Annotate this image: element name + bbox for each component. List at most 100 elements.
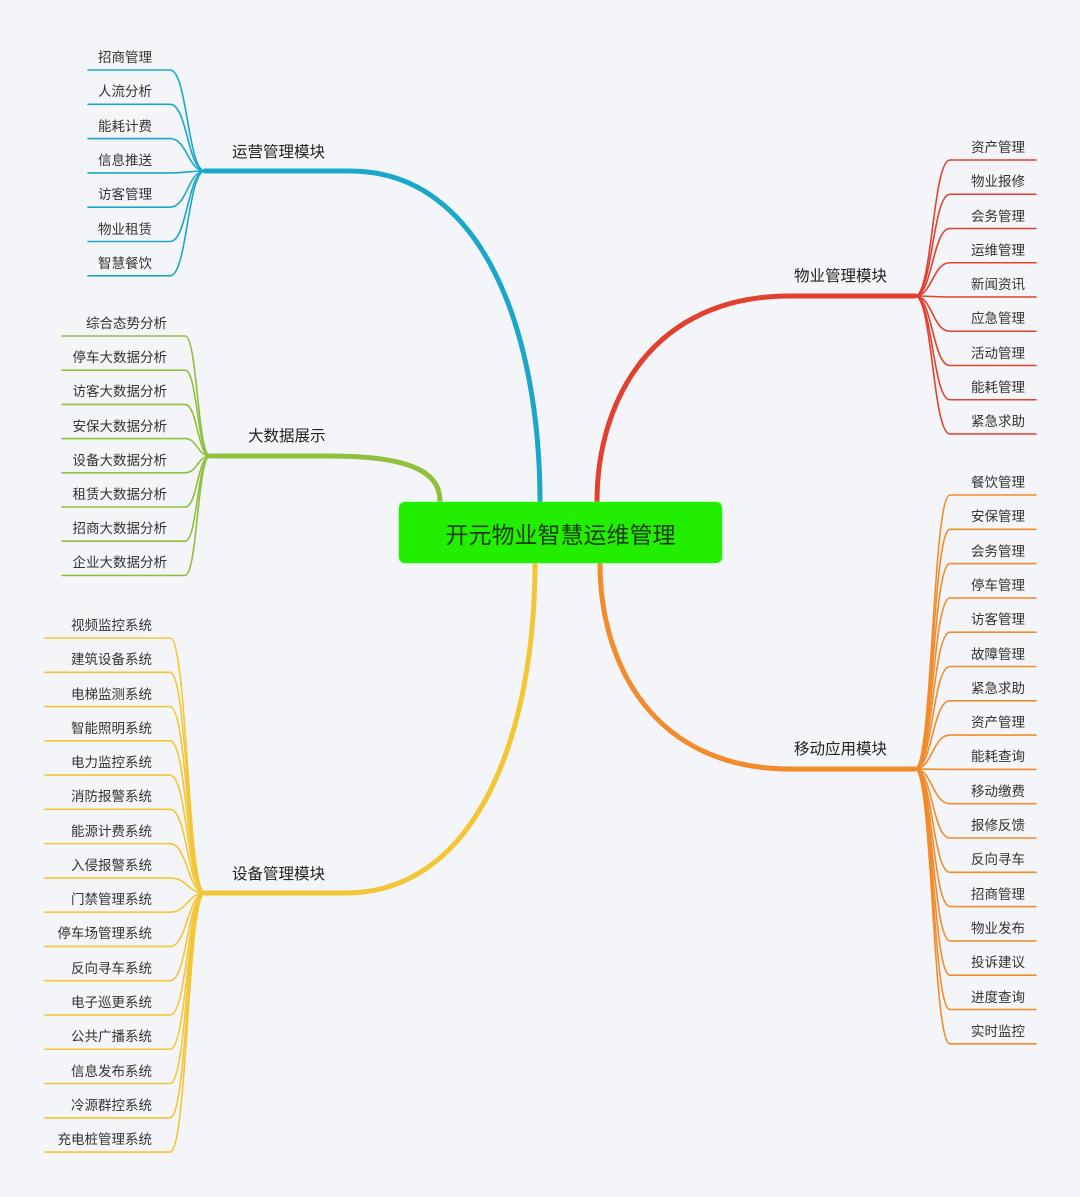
leaf-connector <box>914 159 1037 297</box>
leaf-connector <box>44 877 206 894</box>
leaf-connector <box>87 170 206 208</box>
leaf-connector <box>914 768 1037 1045</box>
leaf-node[interactable]: 充电桩管理系统 <box>57 1132 153 1149</box>
leaf-node[interactable]: 应急管理 <box>971 311 1025 328</box>
leaf-connector <box>914 261 1037 297</box>
leaf-node[interactable]: 公共广播系统 <box>71 1029 152 1046</box>
leaf-node[interactable]: 智慧餐饮 <box>98 255 152 272</box>
leaf-connector <box>44 774 206 894</box>
leaf-node[interactable]: 智能照明系统 <box>71 720 152 737</box>
leaf-connector <box>914 700 1037 770</box>
leaf-node[interactable]: 建筑设备系统 <box>71 652 152 669</box>
leaf-connector <box>44 892 206 1153</box>
leaf-connector <box>61 403 211 457</box>
leaf-connector <box>87 69 206 172</box>
leaf-node[interactable]: 人流分析 <box>98 84 152 101</box>
leaf-connector <box>914 631 1037 770</box>
leaf-connector <box>87 170 206 174</box>
leaf-connector <box>87 170 206 277</box>
leaf-connector <box>61 369 211 457</box>
root-label: 开元物业智慧运维管理 <box>445 522 676 549</box>
leaf-node[interactable]: 门禁管理系统 <box>71 892 152 909</box>
leaf-node[interactable]: 入侵报警系统 <box>71 857 152 874</box>
leaf-node[interactable]: 消防报警系统 <box>71 789 152 806</box>
leaf-node[interactable]: 紧急求助 <box>971 414 1025 430</box>
branch-label-property[interactable]: 物业管理模块 <box>794 267 888 285</box>
leaf-node[interactable]: 电梯监测系统 <box>71 686 152 703</box>
leaf-connector <box>61 335 211 457</box>
branch-label-equipment[interactable]: 设备管理模块 <box>232 865 326 883</box>
leaf-node[interactable]: 新闻资讯 <box>971 277 1025 293</box>
leaf-connector <box>87 137 206 172</box>
leaf-node[interactable]: 停车大数据分析 <box>72 350 168 367</box>
leaf-node[interactable]: 紧急求助 <box>971 680 1025 697</box>
leaf-node[interactable]: 实时监控 <box>971 1023 1025 1040</box>
branch-label-bigdata[interactable]: 大数据展示 <box>248 427 326 445</box>
root-node[interactable]: 开元物业智慧运维管理 <box>399 502 722 563</box>
leaf-node[interactable]: 反向寻车 <box>971 852 1025 869</box>
leaf-node[interactable]: 投诉建议 <box>971 955 1025 972</box>
leaf-node[interactable]: 停车管理 <box>971 577 1025 594</box>
leaf-connector <box>44 808 206 894</box>
leaf-node[interactable]: 停车场管理系统 <box>57 926 153 943</box>
leaf-node[interactable]: 冷源群控系统 <box>71 1097 152 1114</box>
leaf-node[interactable]: 设备大数据分析 <box>72 452 168 469</box>
leaf-node[interactable]: 资产管理 <box>971 140 1025 156</box>
leaf-connector <box>914 734 1037 770</box>
leaf-connector <box>914 295 1037 298</box>
leaf-connector <box>44 740 206 894</box>
branch-connector-equipment <box>202 560 538 896</box>
leaf-connector <box>914 665 1037 770</box>
leaf-connector <box>87 103 206 172</box>
leaf-node[interactable]: 反向寻车系统 <box>71 960 152 977</box>
leaf-node[interactable]: 访客管理 <box>98 187 152 204</box>
leaf-node[interactable]: 安保大数据分析 <box>72 418 168 435</box>
leaf-node[interactable]: 能耗管理 <box>971 379 1025 396</box>
leaf-node[interactable]: 会务管理 <box>971 208 1025 225</box>
leaf-node[interactable]: 招商大数据分析 <box>72 521 168 538</box>
leaf-connector <box>914 295 1037 333</box>
leaf-node[interactable]: 信息发布系统 <box>71 1063 152 1080</box>
leaf-node[interactable]: 报修反馈 <box>971 818 1025 834</box>
leaf-connector <box>61 455 211 577</box>
leaf-node[interactable]: 物业租赁 <box>98 221 152 238</box>
leaf-node[interactable]: 活动管理 <box>971 345 1025 362</box>
leaf-node[interactable]: 能耗查询 <box>971 749 1025 766</box>
leaf-node[interactable]: 电力监控系统 <box>71 755 152 772</box>
leaf-connector <box>914 768 1037 805</box>
leaf-node[interactable]: 资产管理 <box>971 715 1025 732</box>
leaf-node[interactable]: 能耗计费 <box>98 118 152 135</box>
leaf-node[interactable]: 能源计费系统 <box>71 823 152 840</box>
leaf-node[interactable]: 会务管理 <box>971 543 1025 560</box>
leaf-node[interactable]: 招商管理 <box>98 50 152 66</box>
leaf-node[interactable]: 安保管理 <box>971 509 1025 526</box>
branch-connector-bigdata <box>207 453 443 505</box>
leaf-node[interactable]: 访客大数据分析 <box>72 384 168 401</box>
branch-label-mobile[interactable]: 移动应用模块 <box>794 740 888 758</box>
leaf-node[interactable]: 物业报修 <box>971 174 1025 191</box>
branch-connector-mobile <box>597 560 918 772</box>
leaf-node[interactable]: 运维管理 <box>971 242 1025 259</box>
leaf-node[interactable]: 进度查询 <box>971 989 1025 1006</box>
leaf-connector <box>914 193 1037 297</box>
leaf-node[interactable]: 故障管理 <box>971 646 1025 663</box>
leaf-node[interactable]: 企业大数据分析 <box>72 555 168 572</box>
leaf-node[interactable]: 电子巡更系统 <box>71 994 152 1011</box>
leaf-node[interactable]: 招商管理 <box>971 886 1025 903</box>
leaf-node[interactable]: 移动缴费 <box>971 783 1025 800</box>
leaf-node[interactable]: 综合态势分析 <box>86 316 167 332</box>
leaf-node[interactable]: 信息推送 <box>98 152 152 169</box>
branch-label-operations[interactable]: 运营管理模块 <box>232 143 326 161</box>
leaf-connector <box>914 295 1037 435</box>
branch-connector-operations <box>202 168 543 505</box>
leaf-connector <box>44 842 206 894</box>
leaf-node[interactable]: 租赁大数据分析 <box>72 487 168 503</box>
leaf-node[interactable]: 访客管理 <box>971 612 1025 629</box>
leaf-connector <box>61 437 211 457</box>
leaf-node[interactable]: 餐饮管理 <box>971 475 1025 491</box>
leaf-node[interactable]: 视频监控系统 <box>71 618 152 634</box>
leaf-connector <box>914 227 1037 297</box>
leaf-node[interactable]: 物业发布 <box>971 920 1025 937</box>
